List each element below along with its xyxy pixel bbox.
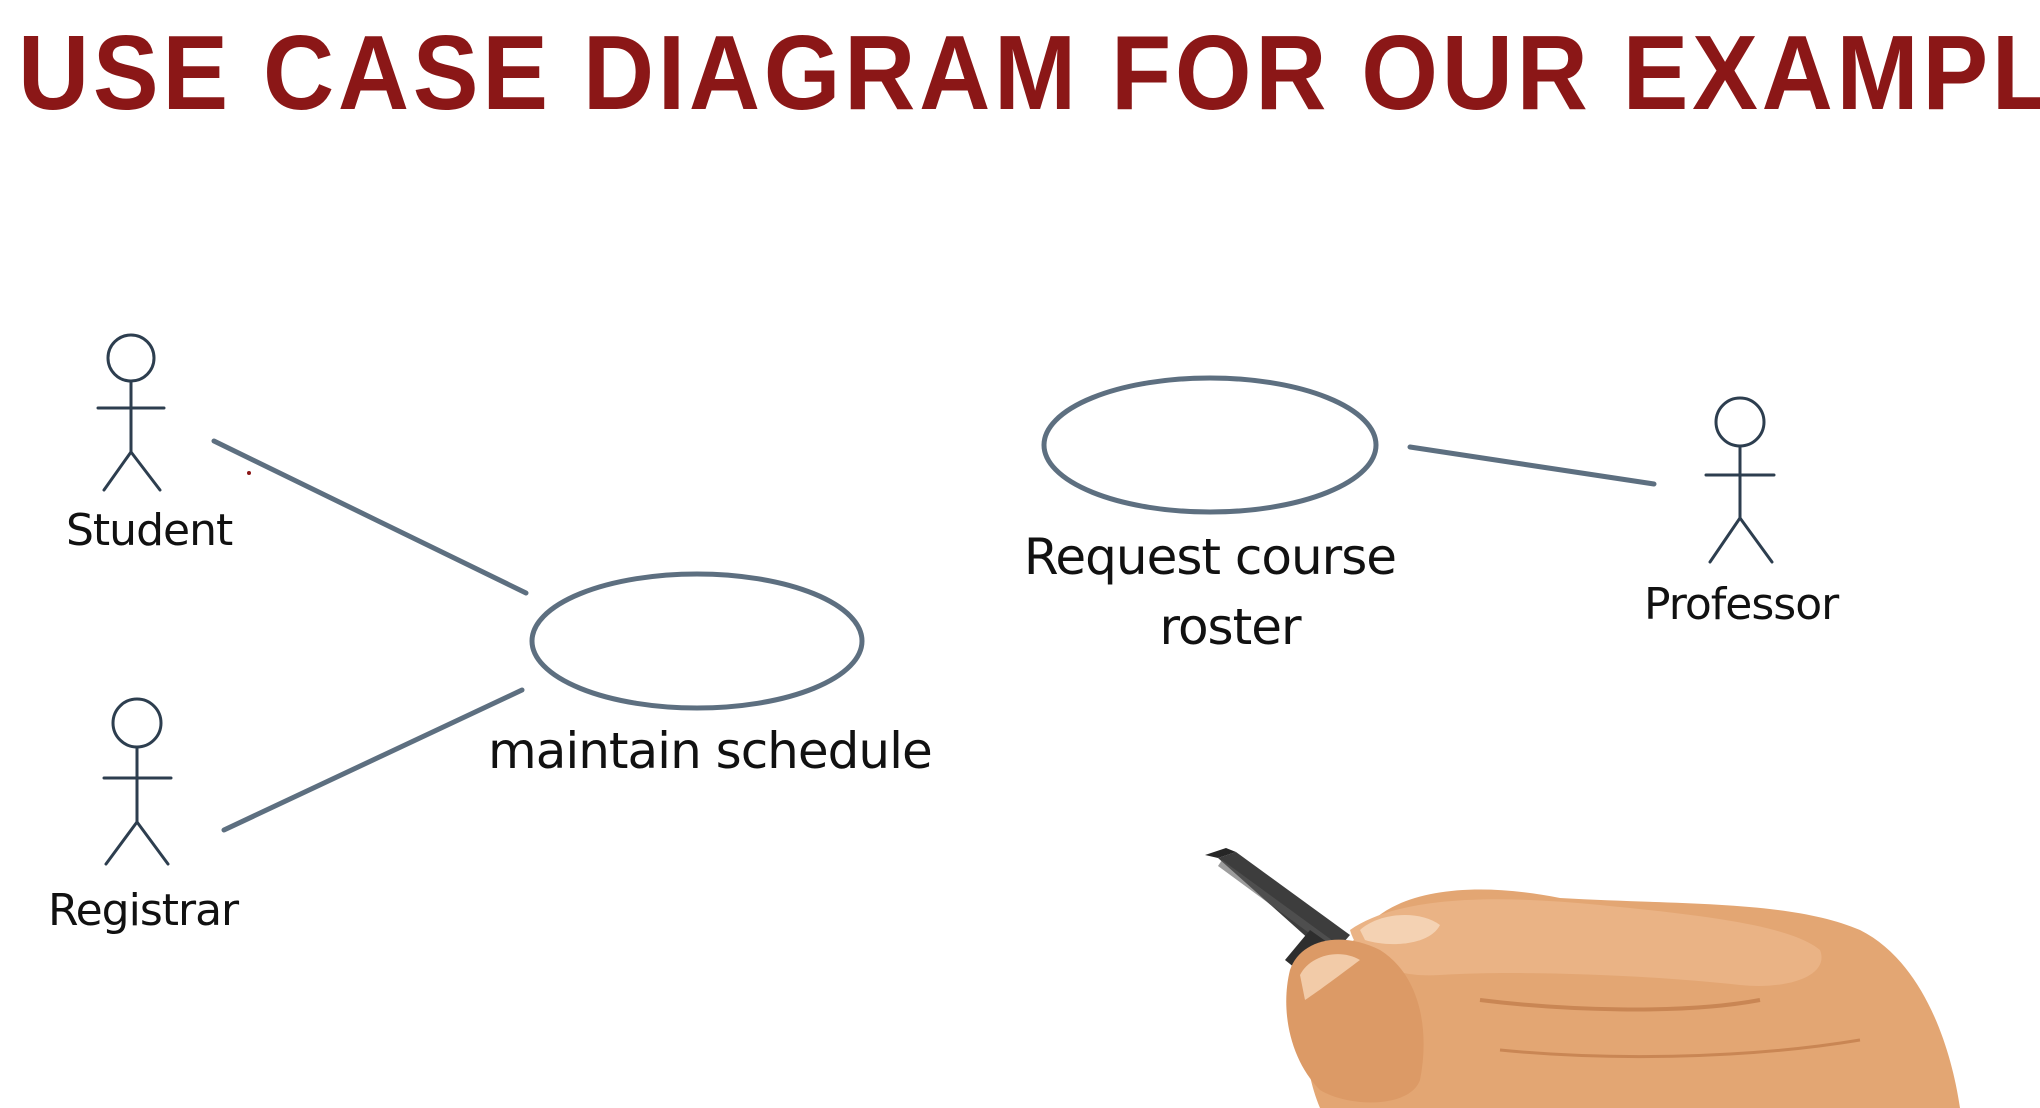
hand-with-pen-illustration [1205, 848, 1960, 1108]
page-title: USE CASE DIAGRAM FOR OUR EXAMPLE [18, 14, 2040, 132]
association-student-maintain-schedule [211, 438, 529, 596]
actor-professor-figure [1704, 396, 1776, 564]
actor-label-professor: Professor [1644, 579, 1839, 630]
actor-label-student: Student [66, 505, 233, 556]
actor-label-registrar: Registrar [48, 885, 239, 936]
actor-registrar-figure [102, 697, 173, 866]
use-case-label-request-course-roster-line2: roster [1159, 598, 1301, 656]
association-registrar-maintain-schedule [221, 687, 525, 833]
actor-student-figure [96, 333, 166, 492]
use-case-label-maintain-schedule: maintain schedule [488, 722, 933, 780]
use-case-maintain-schedule [529, 571, 865, 711]
association-professor-request-course-roster [1407, 444, 1657, 487]
use-case-request-course-roster [1041, 375, 1379, 515]
ink-dot [247, 471, 251, 475]
use-case-label-request-course-roster-line1: Request course [1023, 528, 1397, 586]
